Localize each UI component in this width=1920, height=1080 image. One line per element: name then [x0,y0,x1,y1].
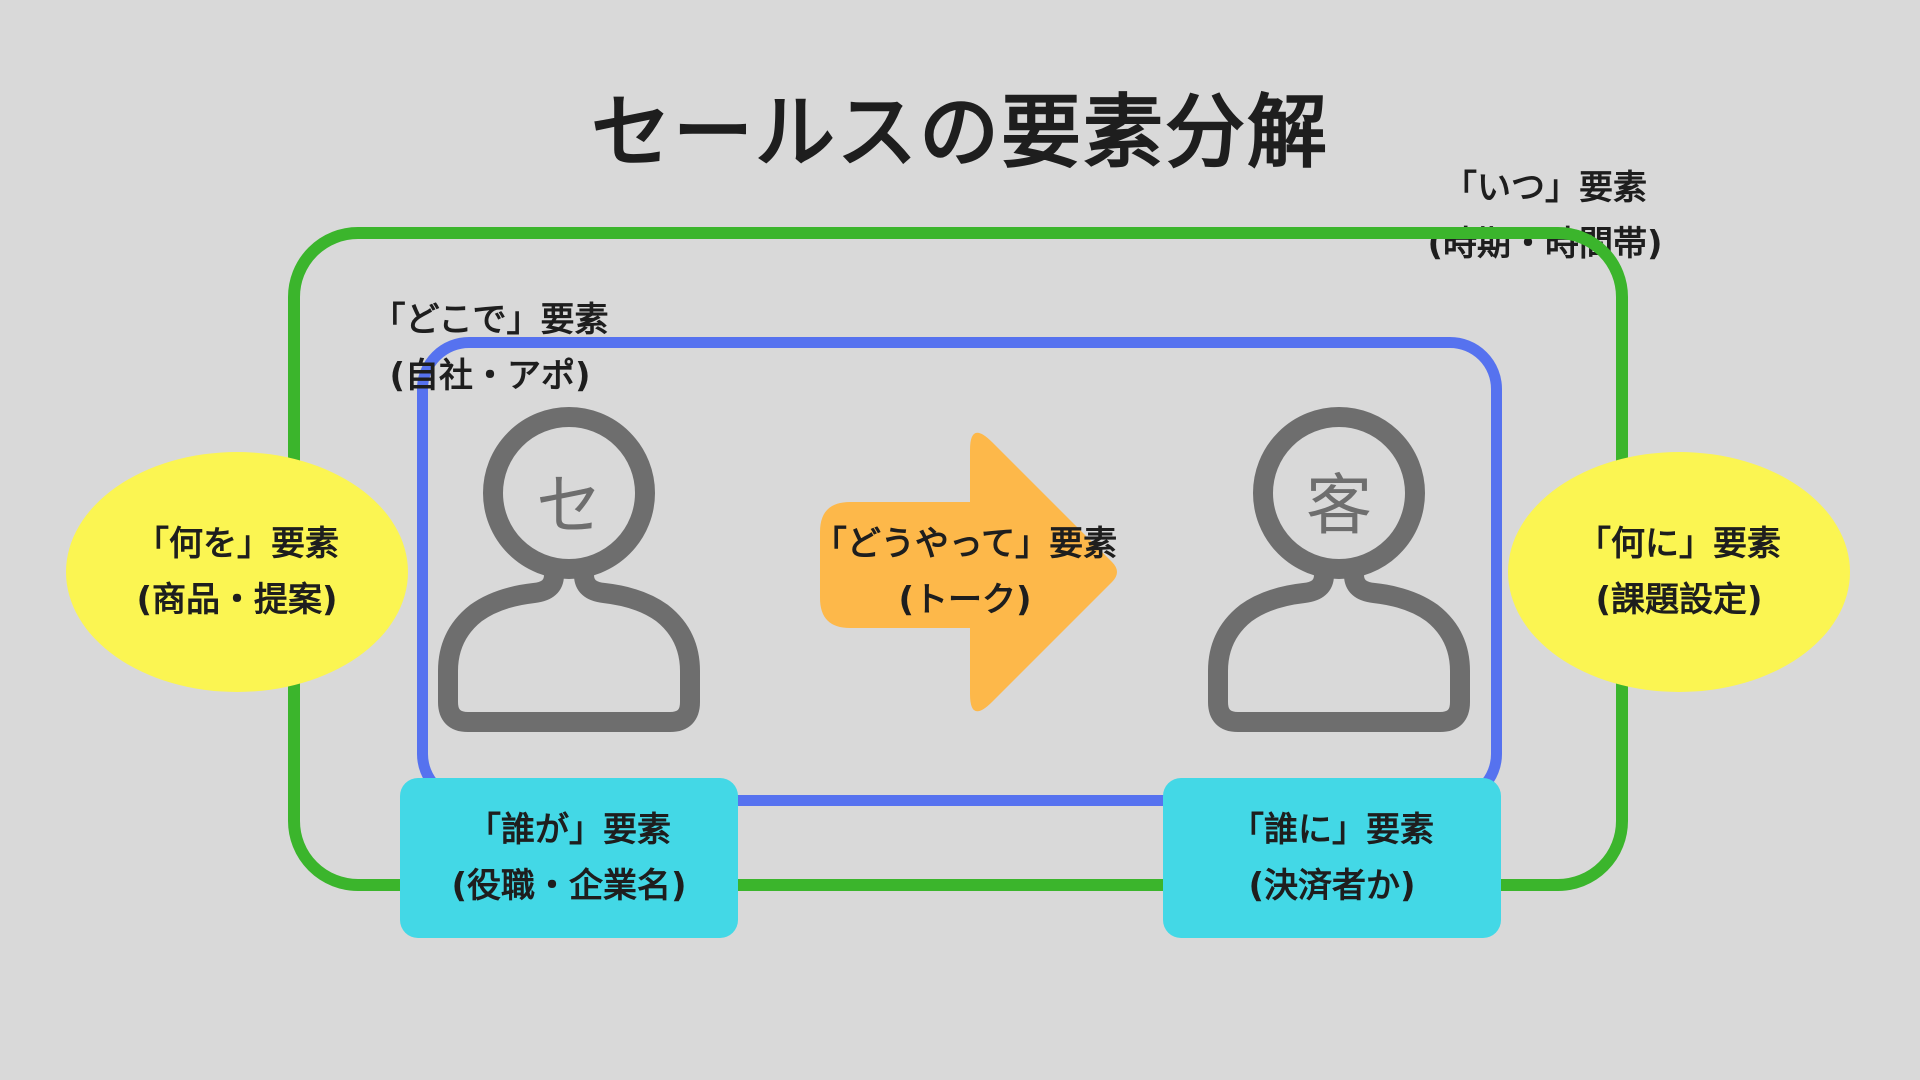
to-whom-label-line2: (決済者か) [1248,866,1416,906]
to-what-label-line2: (課題設定) [1595,580,1763,620]
how-label-line2: (トーク) [898,580,1032,620]
seller-person-icon [438,407,700,732]
what-ellipse: 「何を」要素 (商品・提案) [66,452,408,692]
how-label-line1: 「どうやって」要素 [812,524,1118,564]
seller-initial: セ [536,467,602,544]
customer-initial: 客 [1306,467,1372,544]
what-label-line1: 「何を」要素 [135,524,339,564]
who-label-line1: 「誰が」要素 [467,810,671,850]
seller-body [438,565,700,732]
customer-person-icon [1208,407,1470,732]
to-whom-box: 「誰に」要素 (決済者か) [1163,778,1501,938]
who-box: 「誰が」要素 (役職・企業名) [400,778,738,938]
page-title: セールスの要素分解 [591,86,1329,179]
where-label: 「どこで」要素 (自社・アポ) [340,292,640,404]
what-label-line2: (商品・提案) [136,580,338,620]
to-whom-label-line1: 「誰に」要素 [1230,810,1434,850]
to-what-ellipse: 「何に」要素 (課題設定) [1508,452,1850,692]
where-label-line2: (自社・アポ) [389,356,591,396]
how-arrow [820,432,1117,712]
seller-head [483,407,655,579]
how-label: 「どうやって」要素 (トーク) [790,516,1140,628]
who-label-line2: (役職・企業名) [451,866,687,906]
where-frame [417,337,1502,806]
customer-head [1253,407,1425,579]
where-label-line1: 「どこで」要素 [371,300,609,340]
customer-body [1208,565,1470,732]
to-what-label-line1: 「何に」要素 [1577,524,1781,564]
arrow-shape [820,432,1117,712]
when-label-line1: 「いつ」要素 [1443,168,1647,208]
